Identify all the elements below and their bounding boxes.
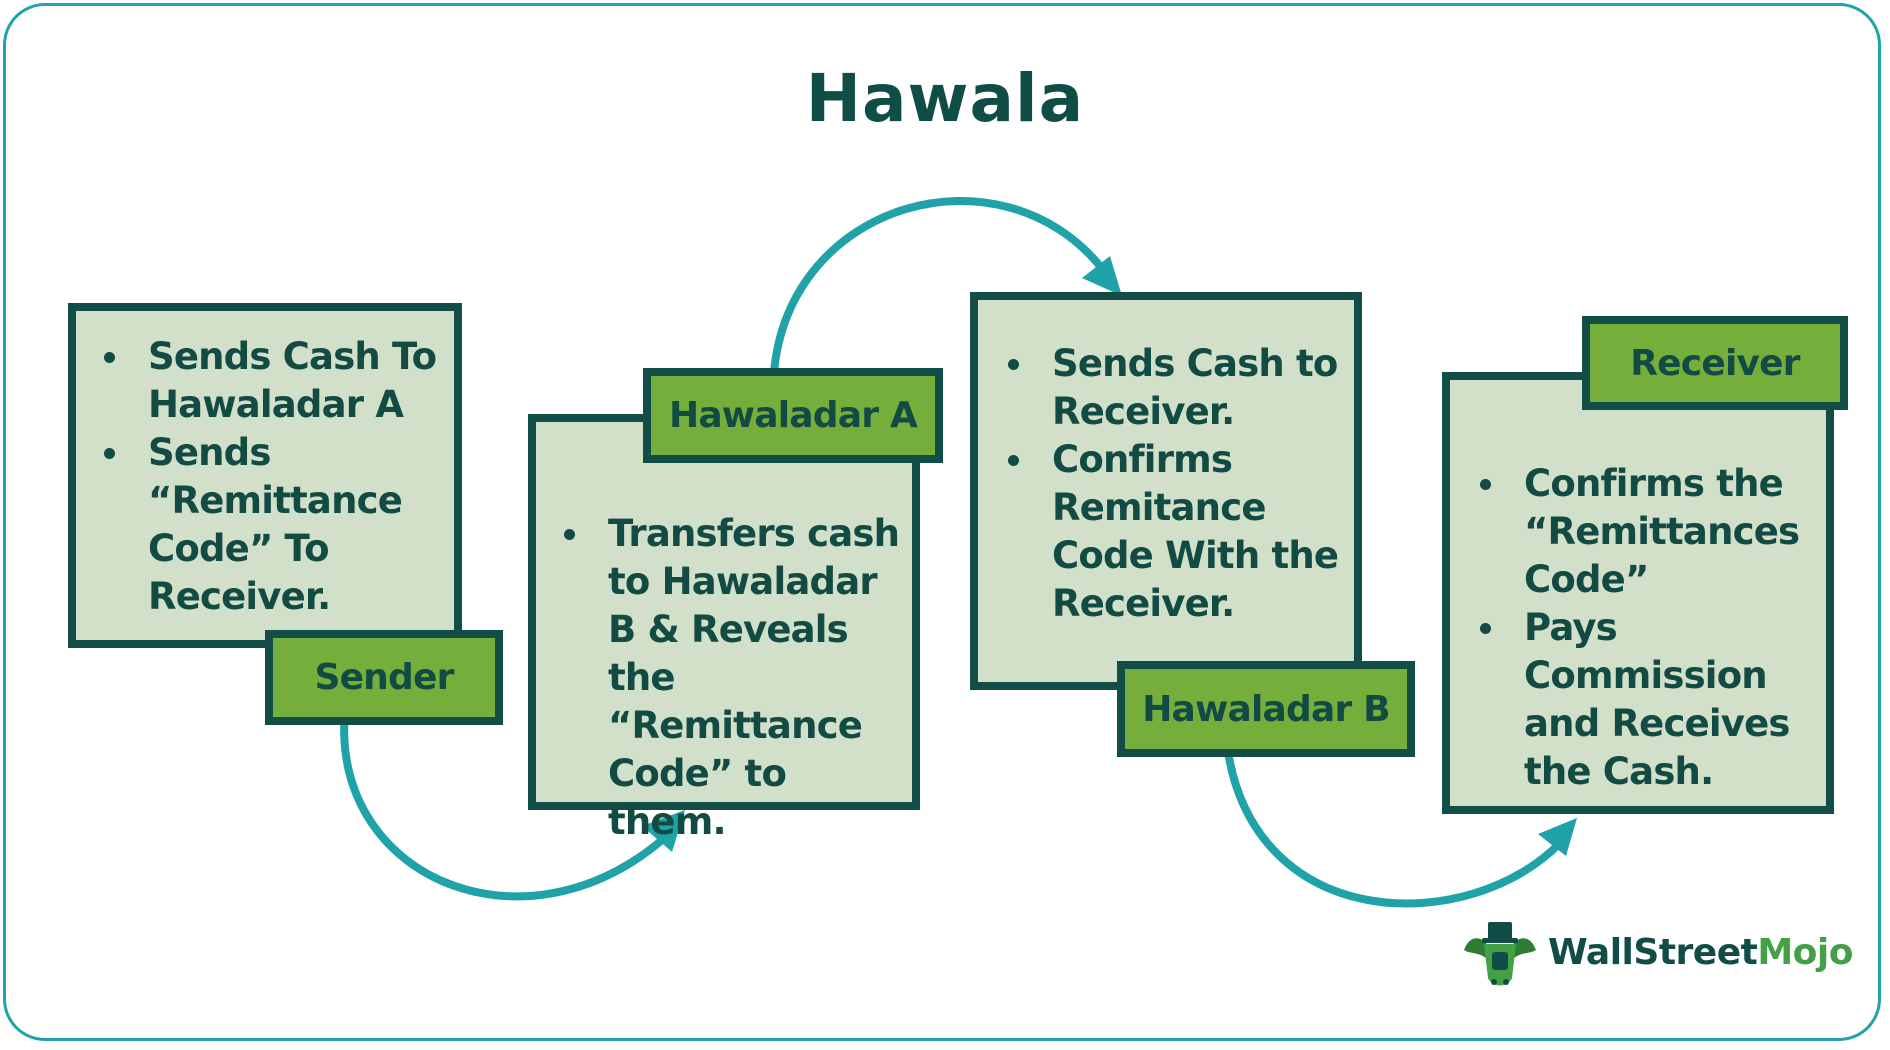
arrow-hawaladar-a-to-hawaladar-b [770, 197, 1104, 376]
receiver-bullet-1: Confirms the “Remittances Code” [1468, 460, 1834, 604]
arrow-hawaladar-b-to-receiver [1224, 748, 1564, 908]
wallstreetmojo-logo-icon [1464, 922, 1536, 986]
logo-part-2: Mojo [1757, 932, 1853, 973]
diagram-title: Hawala [805, 60, 1085, 137]
receiver-box: Confirms the “Remittances Code” Pays Com… [1442, 372, 1834, 814]
card-frame [3, 3, 1881, 1041]
arrowhead-2 [1082, 256, 1122, 296]
sender-label: Sender [265, 630, 503, 725]
arrow-sender-to-hawaladar-a [340, 708, 666, 901]
hawaladar-b-label: Hawaladar B [1117, 661, 1415, 757]
arrowhead-1 [642, 810, 685, 852]
hawaladar-b-bullet-1: Sends Cash to Receiver. [996, 340, 1352, 436]
logo-wordmark: WallStreetMojo [1548, 932, 1853, 973]
hawaladar-a-box: Transfers cash to Hawaladar B & Reveals … [528, 414, 920, 843]
logo-part-1: WallStreet [1548, 932, 1758, 973]
arrowhead-3 [1538, 818, 1577, 856]
receiver-label: Receiver [1582, 316, 1848, 410]
sender-bullet-1: Sends Cash To Hawaladar A [92, 333, 448, 429]
sender-box: Sends Cash To Hawaladar A Sends “Remitta… [68, 303, 462, 648]
hawaladar-b-box: Sends Cash to Receiver. Confirms Remitan… [970, 292, 1362, 690]
hawaladar-a-bullet-1: Transfers cash to Hawaladar B & Reveals … [552, 510, 908, 846]
sender-bullet-2: Sends “Remittance Code” To Receiver. [92, 429, 408, 621]
receiver-bullet-2: Pays Commission and Receives the Cash. [1468, 604, 1824, 796]
hawaladar-a-label: Hawaladar A [643, 368, 943, 463]
hawaladar-b-bullet-2: Confirms Remitance Code With the Receive… [996, 436, 1342, 628]
